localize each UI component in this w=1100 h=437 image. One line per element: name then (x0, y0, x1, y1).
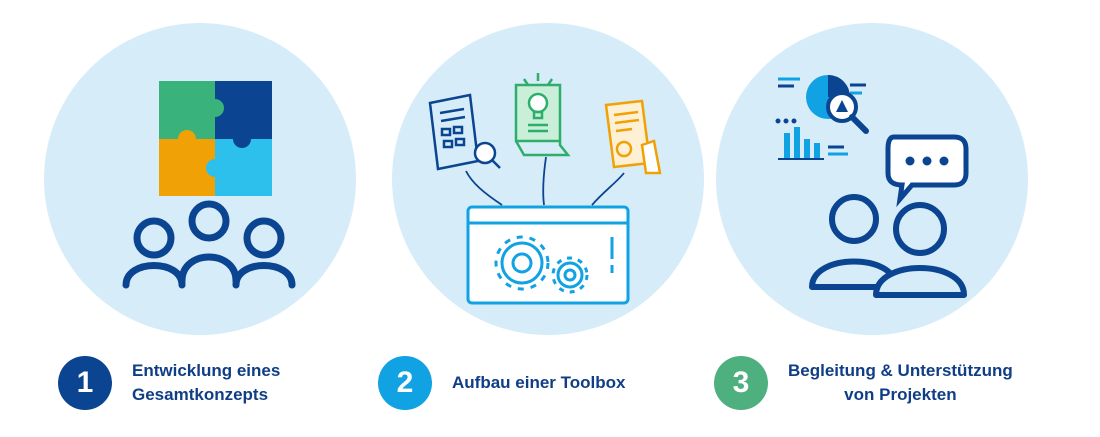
idea-document-icon (514, 73, 571, 157)
step-label: Aufbau einer Toolbox (452, 371, 625, 395)
browser-window-icon (466, 205, 630, 305)
two-people-icon (809, 194, 967, 298)
team-icon (122, 200, 296, 289)
step-label-line-1: Aufbau einer Toolbox (452, 373, 626, 392)
step-1-illustration (44, 23, 356, 335)
consulting-analytics-icon (775, 75, 969, 298)
step-number-badge: 1 (58, 356, 112, 410)
step-label: Entwicklung eines Gesamtkonzepts (132, 359, 280, 407)
step-1: 1 Entwicklung eines Gesamtkonzepts (58, 355, 280, 411)
step-2-illustration (392, 23, 704, 335)
toolbox-gears-icon (428, 73, 662, 305)
step-label-line-2: Gesamtkonzepts (132, 385, 269, 404)
team-puzzle-icon (122, 81, 296, 289)
step-label-line-1: Entwicklung eines (132, 361, 281, 380)
step-2: 2 Aufbau einer Toolbox (378, 355, 625, 411)
step-3-illustration (716, 23, 1028, 335)
document-search-icon (428, 93, 501, 171)
puzzle-icon (159, 81, 272, 196)
gears-icon (494, 235, 589, 294)
analytics-icon (775, 75, 869, 160)
step-number-badge: 2 (378, 356, 432, 410)
speech-bubble-icon (885, 134, 969, 208)
step-label-line-2: von Projekten (844, 385, 957, 404)
step-number-badge: 3 (714, 356, 768, 410)
arrows-icon (465, 156, 625, 206)
step-label: Begleitung & Unterstützung von Projekten (788, 359, 1013, 407)
step-label-line-1: Begleitung & Unterstützung (788, 361, 1013, 380)
approval-document-icon (604, 99, 662, 175)
step-3: 3 Begleitung & Unterstützung von Projekt… (714, 355, 1013, 411)
